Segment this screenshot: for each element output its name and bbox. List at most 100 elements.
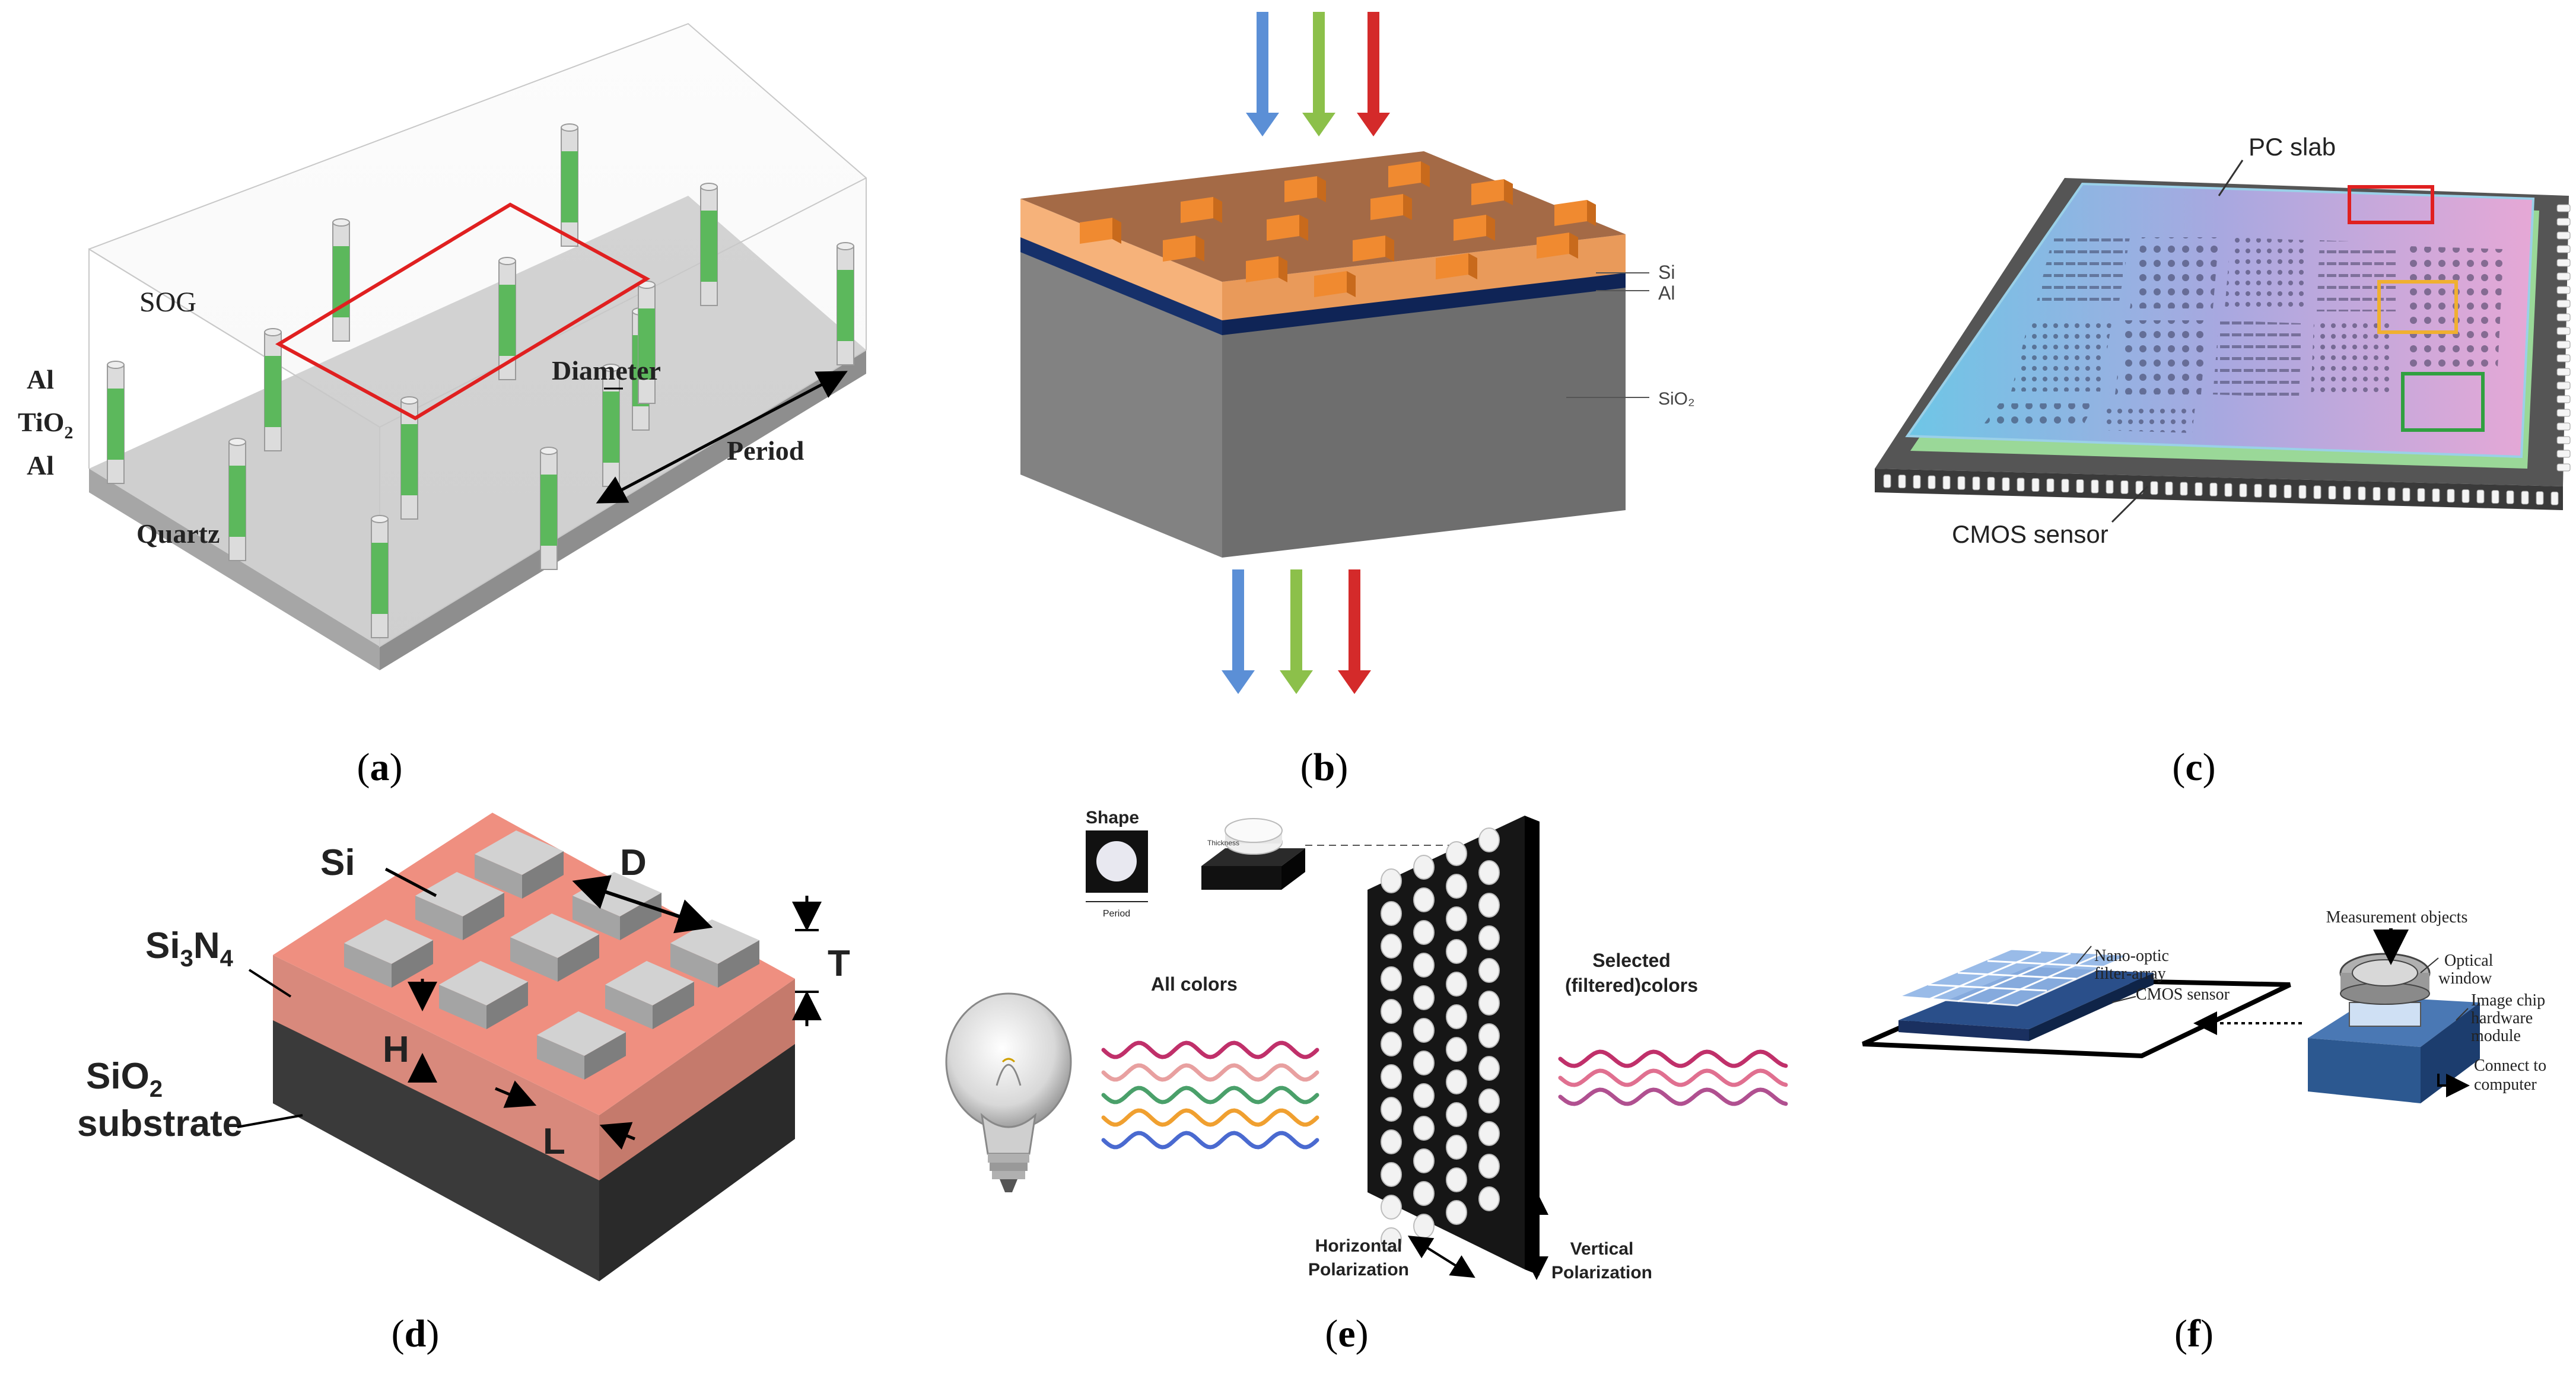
meta-pillar	[1381, 1064, 1402, 1089]
light-wave	[1558, 1087, 1788, 1106]
meta-pillar	[1446, 1102, 1467, 1127]
si-nanoblock	[1284, 176, 1326, 202]
si-nanoblock	[1080, 218, 1121, 244]
pillar	[561, 123, 578, 247]
pillar	[700, 183, 718, 306]
connect-label-2: computer	[2474, 1075, 2537, 1094]
si-nanoblock	[1471, 179, 1513, 205]
panel-b: Si Al SiO₂ (b)	[1020, 12, 1695, 789]
horizontal-label-1: Horizontal	[1315, 1236, 1403, 1256]
meta-pillar	[1478, 1186, 1500, 1211]
panel-d: Si D T Si3N4 H SiO2 substrate L (d)	[77, 813, 850, 1355]
si-pillar	[475, 830, 564, 899]
light-wave	[1101, 1063, 1319, 1082]
meta-pillar	[1381, 868, 1402, 893]
period-label: Period	[727, 435, 804, 466]
sio2-label-b: SiO₂	[1658, 389, 1695, 409]
panel-f: Nano-optic filter-array CMOS sensor Meas…	[1862, 908, 2546, 1355]
meta-pillar	[1478, 827, 1500, 852]
pillar	[332, 218, 350, 342]
nano-optic-label-1: Nano-optic	[2094, 947, 2169, 965]
panel-a: SOG Al TiO2 Al Quartz Diameter Period (a…	[18, 23, 867, 789]
pillar	[540, 447, 558, 570]
si-nanoblock	[1388, 161, 1430, 187]
si3n4-label: Si3N4	[145, 925, 234, 972]
si-nanoblock	[1454, 215, 1495, 241]
meta-pillar	[1413, 1181, 1435, 1206]
meta-pillar	[1446, 1200, 1467, 1225]
t-label: T	[828, 943, 850, 984]
shape-disk	[1096, 841, 1137, 881]
highlight-red	[2348, 185, 2434, 224]
shape-label: Shape	[1086, 808, 1139, 827]
caption-d: (d)	[392, 1312, 440, 1355]
meta-pillar	[1381, 966, 1402, 991]
meta-pillar	[1446, 972, 1467, 997]
substrate-front	[273, 1008, 599, 1281]
pc-slab-label: PC slab	[2249, 133, 2336, 161]
connect-label-1: Connect to	[2474, 1056, 2546, 1075]
meta-pillar	[1381, 1097, 1402, 1122]
outgoing-light-arrows	[1222, 569, 1371, 694]
incident-waves	[1101, 1040, 1319, 1150]
pillar	[264, 328, 282, 451]
si-nanoblock	[1267, 215, 1308, 241]
nano-optic-label-2: filter-array	[2094, 965, 2166, 983]
selected-label-2: (filtered)colors	[1565, 975, 1698, 996]
sio2-block-left	[1020, 249, 1222, 558]
al-label-b: Al	[1658, 282, 1675, 304]
meta-pillar	[1381, 934, 1402, 959]
meta-pillar	[1413, 1214, 1435, 1239]
meta-pillar	[1381, 1032, 1402, 1056]
meta-pillar	[1446, 1004, 1467, 1029]
meta-pillar	[1478, 991, 1500, 1016]
panel-e: Shape Period Thickness All colors	[945, 808, 1788, 1355]
si-nanoblock	[1370, 194, 1412, 220]
sio2-block-right	[1222, 285, 1626, 558]
meta-pillar	[1413, 887, 1435, 912]
selected-label-1: Selected	[1592, 950, 1671, 971]
all-colors-label: All colors	[1151, 973, 1238, 995]
thickness-label: Thickness	[1207, 839, 1239, 847]
meta-pillar	[1478, 1088, 1500, 1113]
meta-pillar	[1446, 1037, 1467, 1062]
pc-slab-patterns	[1982, 237, 2504, 433]
meta-pillar	[1478, 893, 1500, 918]
d-label: D	[620, 842, 647, 883]
light-wave	[1101, 1040, 1319, 1059]
al-top-label: Al	[27, 364, 54, 394]
quartz-label: Quartz	[136, 518, 220, 549]
meta-pillar	[1446, 1167, 1467, 1192]
si-pillar	[344, 919, 433, 988]
nanostructure-blocks	[1080, 161, 1596, 297]
diameter-label: Diameter	[552, 355, 661, 386]
si-label-b: Si	[1658, 262, 1675, 283]
image-chip-label-3: module	[2471, 1027, 2521, 1045]
vertical-label-1: Vertical	[1570, 1239, 1634, 1259]
tio2-label: TiO2	[18, 407, 73, 443]
horizontal-label-2: Polarization	[1308, 1260, 1409, 1279]
h-label: H	[383, 1029, 409, 1070]
hardware-module-side	[2421, 1002, 2480, 1103]
image-chip-label-2: hardware	[2471, 1009, 2533, 1027]
si-pillar	[439, 961, 528, 1029]
highlight-green	[2401, 372, 2485, 432]
si-blocks	[344, 830, 759, 1080]
metasurface-pillars	[1381, 827, 1500, 1252]
light-wave	[1558, 1068, 1788, 1087]
meta-pillar	[1413, 920, 1435, 945]
hardware-module-front	[2308, 1038, 2421, 1103]
sio2-label-d: SiO2	[86, 1056, 163, 1102]
al-layer-right	[1222, 270, 1626, 335]
light-wave	[1558, 1049, 1788, 1068]
meta-pillar	[1446, 1135, 1467, 1160]
light-wave	[1101, 1108, 1319, 1127]
light-wave	[1101, 1086, 1319, 1105]
meta-pillar	[1446, 939, 1467, 964]
period-arrow	[596, 371, 848, 504]
period-small-label: Period	[1103, 909, 1130, 919]
caption-a: (a)	[357, 746, 403, 789]
meta-pillar	[1446, 874, 1467, 899]
meta-pillar	[1413, 953, 1435, 978]
